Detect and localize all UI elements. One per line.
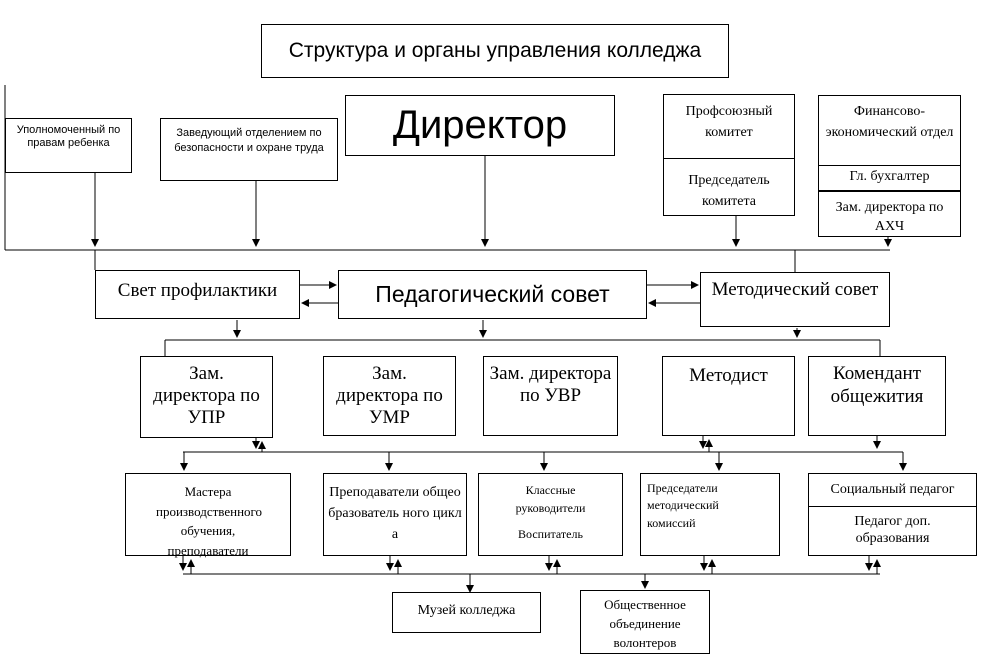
volunteers-label: Общественное объединение волонтеров <box>604 597 686 650</box>
deputy-uvr-label: Зам. директора по УВР <box>489 363 612 407</box>
finance-dept-label: Финансово-экономический отдел <box>825 104 954 140</box>
prevention-council-box: Свет профилактики <box>95 270 300 319</box>
masters-box: Мастера производственного обучения, преп… <box>125 473 291 558</box>
class-leaders-label: Классные руководители <box>515 483 586 515</box>
dorm-commandant-box: Комендант общежития <box>808 356 946 436</box>
deputy-upr-box: Зам. директора по УПР <box>140 356 273 438</box>
general-teachers-label: Преподаватели общеобразователь ного цикл… <box>328 485 462 542</box>
director-label: Директор <box>392 103 568 147</box>
prevention-council-label: Свет профилактики <box>117 280 278 301</box>
extra-ed-pedagogue-label: Педагог доп. образования <box>854 514 931 546</box>
chief-accountant-label: Гл. бухгалтер <box>849 169 930 184</box>
methodical-council-box: Методический совет <box>700 272 890 327</box>
deputy-ahch-label: Зам. директора по АХЧ <box>835 200 944 234</box>
safety-head-label: Заведующий отделением по безопасности и … <box>174 127 324 155</box>
museum-label: Музей колледжа <box>417 603 516 618</box>
union-divider <box>664 158 794 159</box>
finance-divider-1 <box>819 165 960 166</box>
educator-label: Воспитатель <box>518 527 583 541</box>
class-leaders-box: Классные руководители Воспитатель <box>478 473 623 556</box>
commission-chairs-label: Председатели методический комиссий <box>647 481 719 530</box>
union-committee-label: Профсоюзный комитет <box>685 104 773 140</box>
pedagogical-council-label: Педагогический совет <box>375 281 610 307</box>
safety-head-box: Заведующий отделением по безопасности и … <box>160 118 338 181</box>
deputy-umr-box: Зам. директора по УМР <box>323 356 456 436</box>
methodist-box: Методист <box>662 356 795 436</box>
diagram-title: Структура и органы управления колледжа <box>288 39 702 62</box>
ombudsman-label: Уполномоченный по правам ребенка <box>16 124 121 149</box>
union-chair-label: Председатель комитета <box>688 173 770 209</box>
finance-divider-2 <box>819 190 960 192</box>
social-pedagogue-box: Социальный педагог Педагог доп. образова… <box>808 473 977 556</box>
general-teachers-box: Преподаватели общеобразователь ного цикл… <box>323 473 467 556</box>
methodical-council-label: Методический совет <box>711 279 879 300</box>
union-committee-box: Профсоюзный комитет Председатель комитет… <box>663 94 795 216</box>
museum-box: Музей колледжа <box>392 592 541 633</box>
director-box: Директор <box>345 95 615 156</box>
finance-dept-box: Финансово-экономический отдел Гл. бухгал… <box>818 95 961 237</box>
masters-label: Мастера производственного обучения, преп… <box>156 484 263 558</box>
volunteers-box: Общественное объединение волонтеров <box>580 590 710 654</box>
ombudsman-box: Уполномоченный по правам ребенка <box>5 118 132 173</box>
deputy-umr-label: Зам. директора по УМР <box>336 363 443 429</box>
social-pedagogue-label: Социальный педагог <box>830 482 955 497</box>
title-box: Структура и органы управления колледжа <box>261 24 729 78</box>
commission-chairs-box: Председатели методический комиссий <box>640 473 780 556</box>
deputy-upr-label: Зам. директора по УПР <box>153 363 260 429</box>
staff-divider <box>809 506 976 507</box>
methodist-label: Методист <box>689 365 768 386</box>
pedagogical-council-box: Педагогический совет <box>338 270 647 319</box>
deputy-uvr-box: Зам. директора по УВР <box>483 356 618 436</box>
dorm-commandant-label: Комендант общежития <box>830 363 924 407</box>
